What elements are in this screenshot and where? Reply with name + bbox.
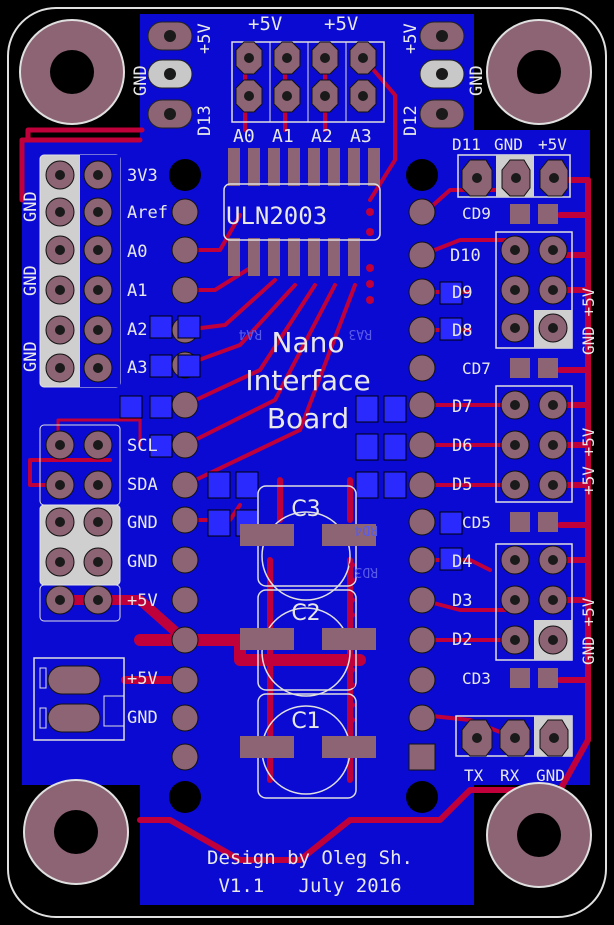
pwr-label-5v: +5V [127,669,158,689]
pin-label-5v: +5V [127,591,158,611]
label-left-top-gnd: GND [131,65,151,96]
version-text: V1.1 July 2016 [218,875,401,897]
pin-label-a2: A2 [127,320,147,340]
mount-hole-bottom-left [23,779,129,885]
label-a0: A0 [233,126,255,147]
label-left-top-d13: D13 [195,105,215,136]
label-gnd-side-3: GND [21,341,41,372]
label-d10: D10 [450,246,481,266]
label-d5: D5 [452,475,472,495]
nano-holes [169,159,438,813]
uln2003-chip [223,148,381,304]
label-right-top-gnd: GND [467,65,487,96]
label-top-5v-1: +5V [248,13,282,35]
cap-label-c3: C3 [291,497,320,522]
label-d3: D3 [452,591,472,611]
label-rx: RX [500,766,520,785]
mirror-label-rd4: RD4 [354,522,378,537]
pin-label-a1: A1 [127,281,147,301]
mirror-label-ra4: RA4 [238,326,262,341]
pwr-label-gnd: GND [127,708,158,728]
pin-label-a3: A3 [127,358,147,378]
label-d4: D4 [452,552,472,572]
nano-left-pins [171,198,199,771]
pin-label-3v3: 3V3 [127,166,158,186]
label-d11: D11 [452,135,481,154]
label-d2: D2 [452,630,472,650]
label-ser-gnd: GND [536,766,565,785]
board-outline [7,7,607,918]
label-d11-5v: +5V [538,135,567,154]
label-a2: A2 [311,126,333,147]
silkscreen-text: +5V +5V +5V GND D13 +5V GND D12 A0 A1 A2… [21,13,598,897]
pin-label-gnd2: GND [127,552,158,572]
label-top-5v-2: +5V [324,13,358,35]
nano-right-pins [408,198,436,771]
pin-label-a0: A0 [127,242,147,262]
label-d6: D6 [452,436,472,456]
mount-hole-bottom-right [486,782,592,888]
board-title-line-1: Nano [272,326,345,359]
pin-label-scl: SCL [127,436,158,456]
label-gnd-side-2: GND [21,265,41,296]
label-gnd-side-1: GND [21,191,41,222]
label-d8: D8 [452,321,472,341]
mount-hole-top-right [486,19,592,125]
board-title-line-3: Board [267,402,349,435]
label-a1: A1 [272,126,294,147]
cap-label-c2: C2 [291,601,320,626]
label-cd7: CD7 [462,359,491,378]
pin-label-sda: SDA [127,475,158,495]
pin-label-gnd1: GND [127,513,158,533]
board-title-line-2: Interface [245,364,370,397]
top-drill-holes [164,30,448,120]
label-a3: A3 [350,126,372,147]
power-connector [33,657,125,741]
chip-label: ULN2003 [226,202,327,230]
credit-text: Design by Oleg Sh. [207,847,413,869]
servo-headers [455,154,573,757]
side-label-row-1: GND +5V [579,287,598,355]
label-left-top-5v: +5V [195,23,215,54]
analog-out-header [231,41,385,123]
label-d7: D7 [452,397,472,417]
label-right-top-d12: D12 [401,105,421,136]
mount-hole-top-left [19,19,125,125]
label-cd9: CD9 [462,204,491,223]
mirror-label-ra3: RA3 [349,326,372,341]
mounting-holes [19,19,592,888]
cap-label-c1: C1 [291,709,320,734]
label-right-top-5v: +5V [401,23,421,54]
label-cd3: CD3 [462,669,491,688]
side-label-row-2: +5V +5V [579,427,598,495]
label-d11-gnd: GND [494,135,523,154]
left-header [39,154,121,622]
mirror-label-rd3: RD3 [355,564,378,579]
pin-label-aref: Aref [127,203,168,223]
label-cd5: CD5 [462,513,491,532]
label-d9: D9 [452,283,472,303]
capacitors [240,485,376,799]
label-tx: TX [464,766,484,785]
side-label-row-3: GND +5V [579,597,598,665]
